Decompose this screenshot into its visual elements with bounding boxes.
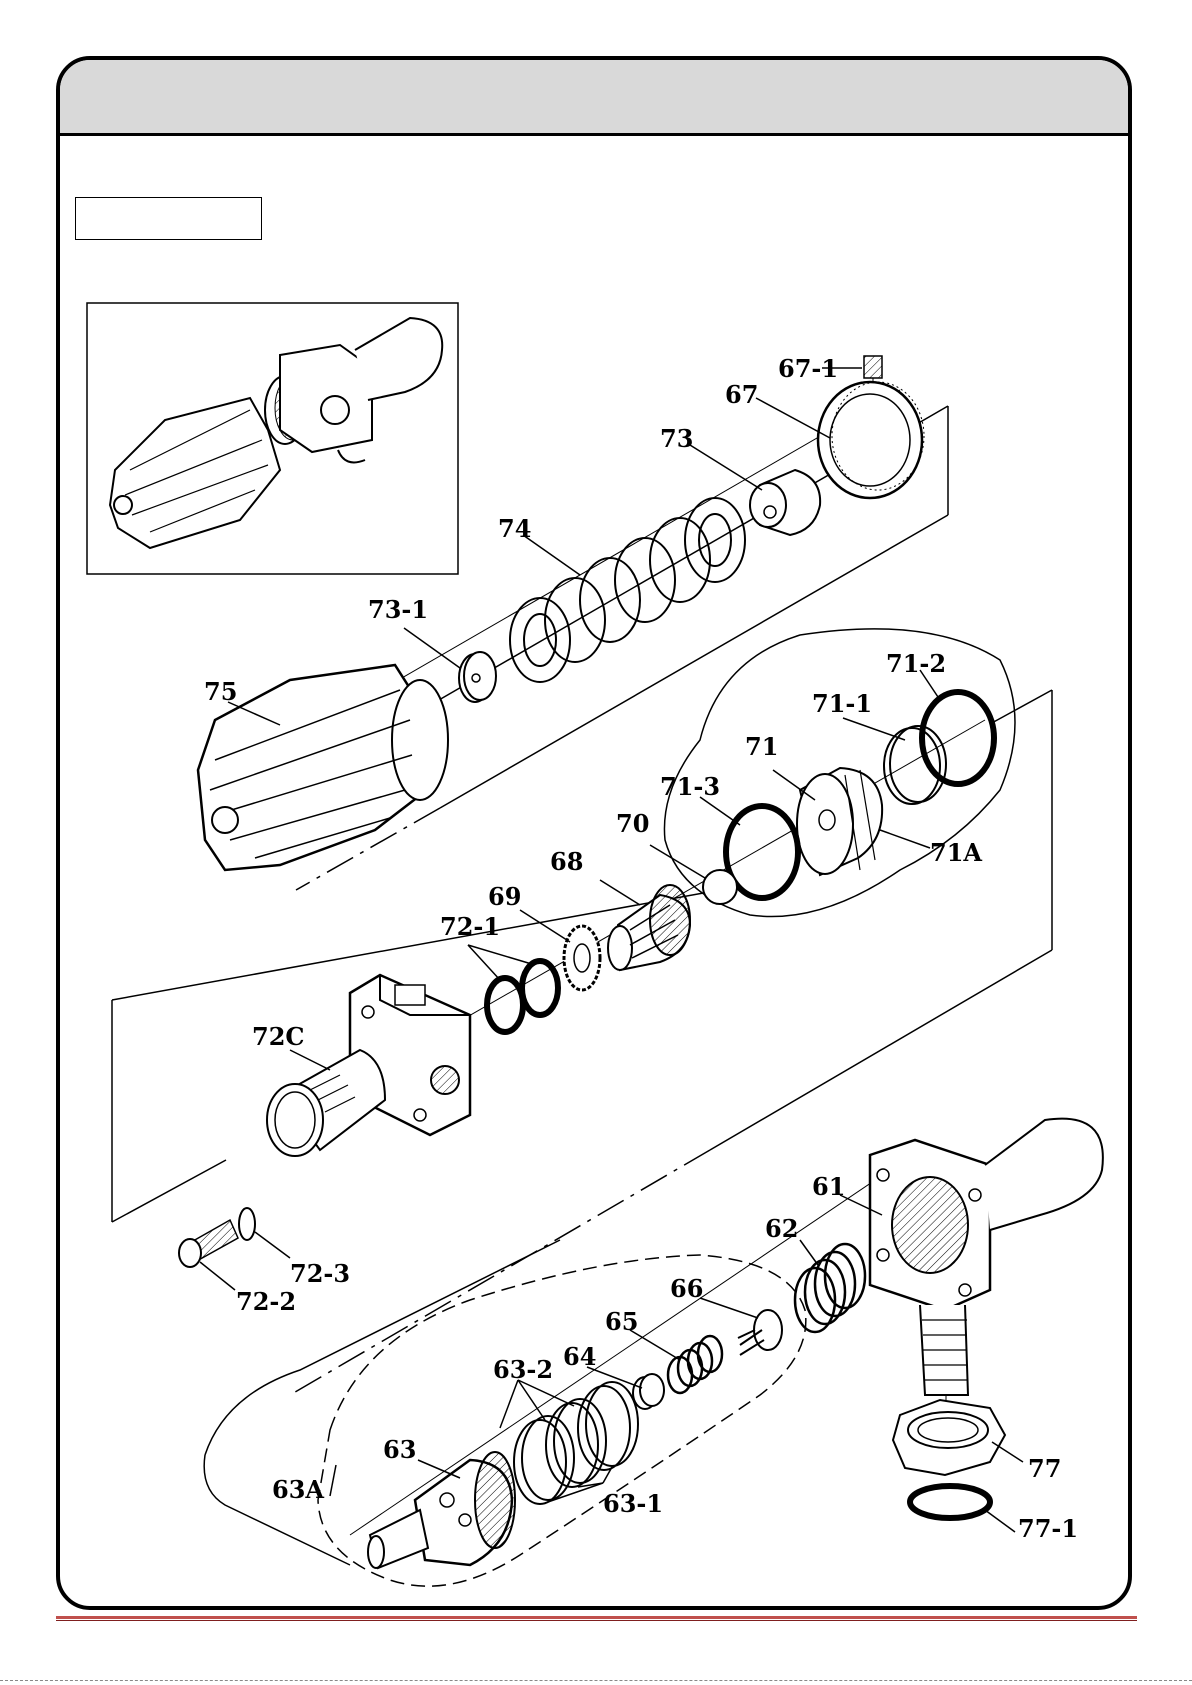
part-65-spring	[668, 1336, 722, 1393]
label-69: 69	[488, 882, 521, 911]
part-71-1-ring	[884, 726, 946, 804]
label-73: 73	[660, 424, 693, 453]
label-77-1: 77-1	[1018, 1514, 1078, 1543]
label-72-1: 72-1	[440, 912, 500, 941]
label-74: 74	[498, 514, 531, 543]
label-66: 66	[670, 1274, 703, 1303]
label-71: 71	[745, 732, 778, 761]
part-72-3-washer	[239, 1208, 255, 1240]
label-64: 64	[563, 1342, 596, 1371]
part-74-spring	[510, 498, 745, 682]
label-63: 63	[383, 1435, 416, 1464]
part-61-housing	[870, 1119, 1103, 1395]
label-70: 70	[616, 809, 649, 838]
part-73-collar	[750, 470, 820, 535]
label-72-2: 72-2	[236, 1287, 296, 1316]
assembled-view-inset	[87, 303, 458, 574]
label-67-1: 67-1	[778, 354, 838, 383]
label-67: 67	[725, 380, 758, 409]
label-72-3: 72-3	[290, 1259, 350, 1288]
part-68-piston	[608, 885, 690, 970]
part-64-washer	[633, 1374, 664, 1409]
label-72C: 72C	[252, 1022, 305, 1051]
label-61: 61	[812, 1172, 845, 1201]
part-71-2-o-ring	[922, 692, 994, 784]
label-62: 62	[765, 1214, 798, 1243]
label-71-2: 71-2	[886, 649, 946, 678]
label-65: 65	[605, 1307, 638, 1336]
label-71A: 71A	[930, 838, 982, 867]
label-63-2: 63-2	[493, 1355, 553, 1384]
part-66-spring-guide	[738, 1310, 782, 1355]
label-73-1: 73-1	[368, 595, 428, 624]
part-67-knurled-nut	[818, 382, 924, 498]
part-77-hex-nut	[893, 1400, 1005, 1475]
part-77-1-o-ring	[910, 1486, 990, 1518]
part-69-gear-washer	[564, 926, 600, 990]
part-72-1-o-rings	[487, 961, 558, 1032]
label-68: 68	[550, 847, 583, 876]
label-71-1: 71-1	[812, 689, 872, 718]
part-72C-body	[267, 975, 470, 1156]
part-70-ball	[703, 870, 737, 904]
part-72-2-screw	[179, 1220, 238, 1267]
label-71-3: 71-3	[660, 772, 720, 801]
part-71-valve-seat	[797, 768, 882, 875]
label-63-1: 63-1	[603, 1489, 663, 1518]
part-73-1-washer	[459, 652, 496, 702]
label-75: 75	[204, 677, 237, 706]
label-77: 77	[1028, 1454, 1061, 1483]
label-63A: 63A	[272, 1475, 324, 1504]
